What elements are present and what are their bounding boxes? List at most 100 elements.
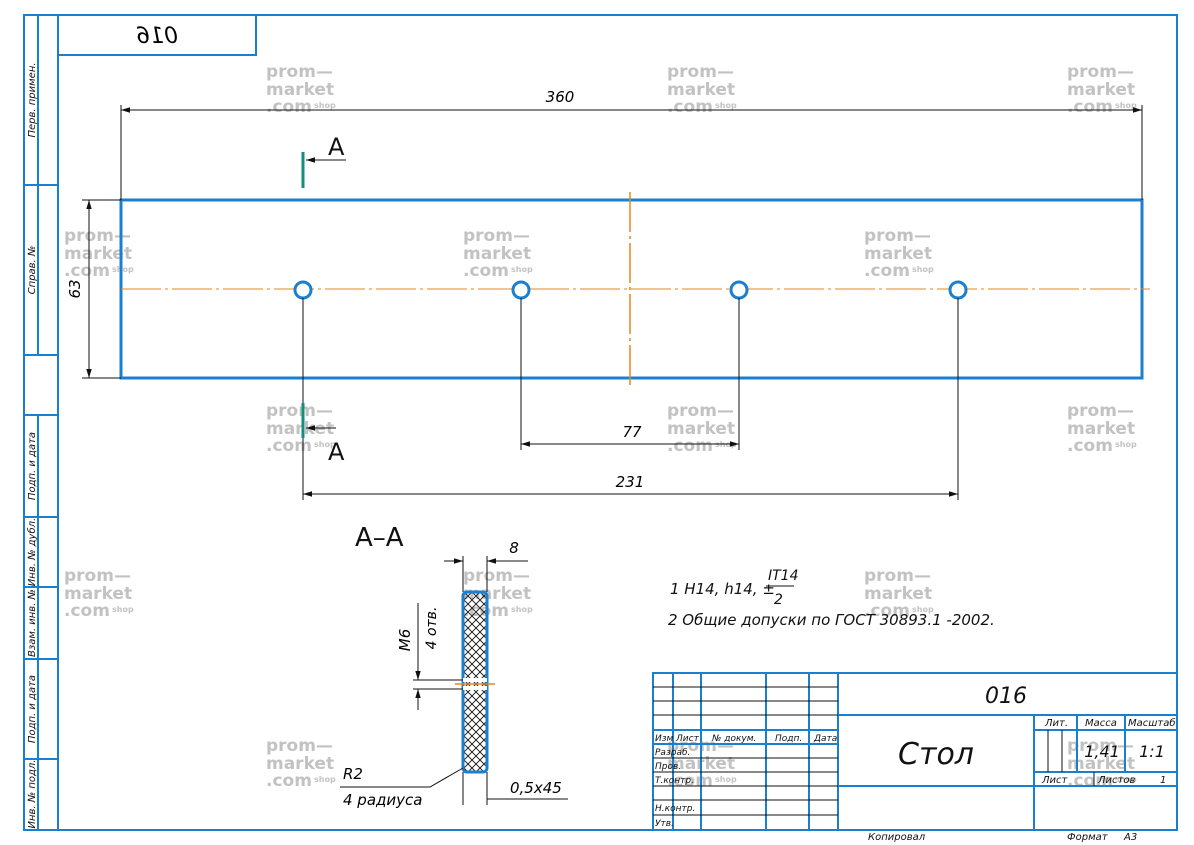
svg-text:.com: .com (1067, 436, 1113, 456)
svg-text:.com: .com (64, 601, 110, 621)
note-2: 2 Общие допуски по ГОСТ 30893.1 -2002. (668, 611, 995, 629)
svg-text:shop: shop (314, 101, 336, 110)
tb-role-razrab: Разраб. (655, 748, 690, 758)
svg-text:.com: .com (266, 97, 312, 117)
svg-text:shop: shop (112, 605, 134, 614)
svg-text:prom—: prom— (1067, 62, 1134, 82)
svg-text:.com: .com (463, 261, 509, 281)
mirrored-drawing-number: 016 (136, 24, 178, 49)
dim-hole-span: 231 (302, 298, 959, 500)
tb-role-tkontr: Т.контр. (655, 776, 694, 786)
svg-text:prom—: prom— (864, 566, 931, 586)
svg-text:360: 360 (546, 88, 575, 106)
svg-text:market: market (667, 419, 735, 439)
svg-text:shop: shop (314, 440, 336, 449)
section-marker-bottom: А (301, 403, 345, 466)
svg-text:231: 231 (616, 473, 645, 491)
side-label-perv-primen: Перв. примен. (27, 62, 38, 137)
dim-hole-spacing: 77 (520, 298, 740, 450)
section-view (455, 590, 495, 774)
svg-text:R2: R2 (343, 765, 363, 783)
dim-thickness: 8 (444, 539, 528, 592)
hole-3 (729, 280, 749, 300)
note-1: 1 H14, h14, ± (670, 580, 775, 598)
drawing-name: Стол (898, 737, 974, 772)
svg-text:prom—: prom— (463, 566, 530, 586)
plate-top-view (119, 192, 1150, 386)
svg-text:.com: .com (1067, 97, 1113, 117)
tb-header-data: Дата (813, 734, 837, 744)
svg-text:77: 77 (622, 423, 642, 441)
svg-text:shop: shop (1115, 440, 1137, 449)
svg-text:.com: .com (64, 261, 110, 281)
dim-overall-length: 360 (120, 88, 1143, 200)
tb-mass-value: 1,41 (1084, 742, 1120, 761)
svg-text:M6: M6 (396, 629, 414, 652)
side-label-inv-dubl: Инв. № дубл. (26, 518, 38, 586)
svg-text:shop: shop (314, 775, 336, 784)
svg-text:.com: .com (266, 436, 312, 456)
svg-text:prom—: prom— (463, 226, 530, 246)
svg-text:market: market (266, 754, 334, 774)
tb-scale-value: 1:1 (1139, 742, 1165, 761)
drawing-number: 016 (985, 684, 1027, 709)
svg-text:prom—: prom— (64, 566, 131, 586)
tb-sheets-label: Листов (1097, 775, 1135, 786)
tb-sheets-value: 1 (1160, 775, 1166, 786)
svg-text:shop: shop (912, 605, 934, 614)
tb-scale-label: Масштаб (1128, 717, 1176, 729)
svg-text:0,5x45: 0,5x45 (510, 779, 562, 797)
section-marker-top: А (301, 133, 346, 188)
svg-text:shop: shop (715, 775, 737, 784)
svg-text:А: А (328, 438, 345, 466)
side-label-vzam-inv: Взам. инв. № (27, 589, 38, 657)
dim-radius: R2 4 радиуса (340, 765, 464, 809)
svg-text:prom—: prom— (667, 401, 734, 421)
svg-text:shop: shop (1115, 775, 1137, 784)
svg-text:market: market (64, 584, 132, 604)
tb-lit-label: Лит. (1044, 718, 1068, 729)
svg-text:IT14: IT14 (768, 568, 799, 584)
dim-thread: M6 4 отв. (396, 603, 463, 710)
title-block (652, 672, 1178, 831)
svg-text:shop: shop (715, 101, 737, 110)
copied-label: Копировал (868, 832, 926, 843)
svg-text:prom—: prom— (667, 62, 734, 82)
svg-text:market: market (463, 244, 531, 264)
tb-sheet-label: Лист (1041, 775, 1069, 786)
svg-text:.com: .com (864, 261, 910, 281)
svg-text:А: А (328, 133, 345, 161)
svg-text:market: market (1067, 80, 1135, 100)
sheet-frame (23, 14, 1178, 831)
svg-text:market: market (64, 244, 132, 264)
svg-text:prom—: prom— (266, 62, 333, 82)
svg-text:.com: .com (667, 436, 713, 456)
tb-role-nkontr: Н.контр. (655, 804, 695, 814)
format-value: А3 (1123, 832, 1137, 843)
svg-text:prom—: prom— (1067, 736, 1134, 756)
format-label: Формат (1067, 832, 1109, 843)
tb-role-prov: Пров. (655, 762, 681, 772)
svg-text:prom—: prom— (266, 401, 333, 421)
svg-text:63: 63 (66, 279, 84, 298)
svg-text:market: market (266, 419, 334, 439)
svg-text:4 радиуса: 4 радиуса (343, 791, 422, 809)
svg-text:.com: .com (266, 771, 312, 791)
hole-4 (948, 280, 968, 300)
svg-text:2: 2 (774, 592, 783, 608)
svg-text:.com: .com (667, 97, 713, 117)
svg-text:prom—: prom— (1067, 401, 1134, 421)
svg-text:market: market (864, 584, 932, 604)
svg-text:shop: shop (1115, 101, 1137, 110)
svg-text:4 отв.: 4 отв. (424, 607, 440, 650)
svg-text:shop: shop (912, 265, 934, 274)
tb-mass-label: Масса (1085, 718, 1117, 729)
tb-header-izm: Изм (655, 734, 674, 744)
svg-text:prom—: prom— (64, 226, 131, 246)
section-title: А–А (355, 523, 404, 553)
svg-text:market: market (1067, 754, 1135, 774)
dim-width: 63 (66, 199, 121, 379)
dim-chamfer: 0,5x45 (462, 772, 568, 805)
